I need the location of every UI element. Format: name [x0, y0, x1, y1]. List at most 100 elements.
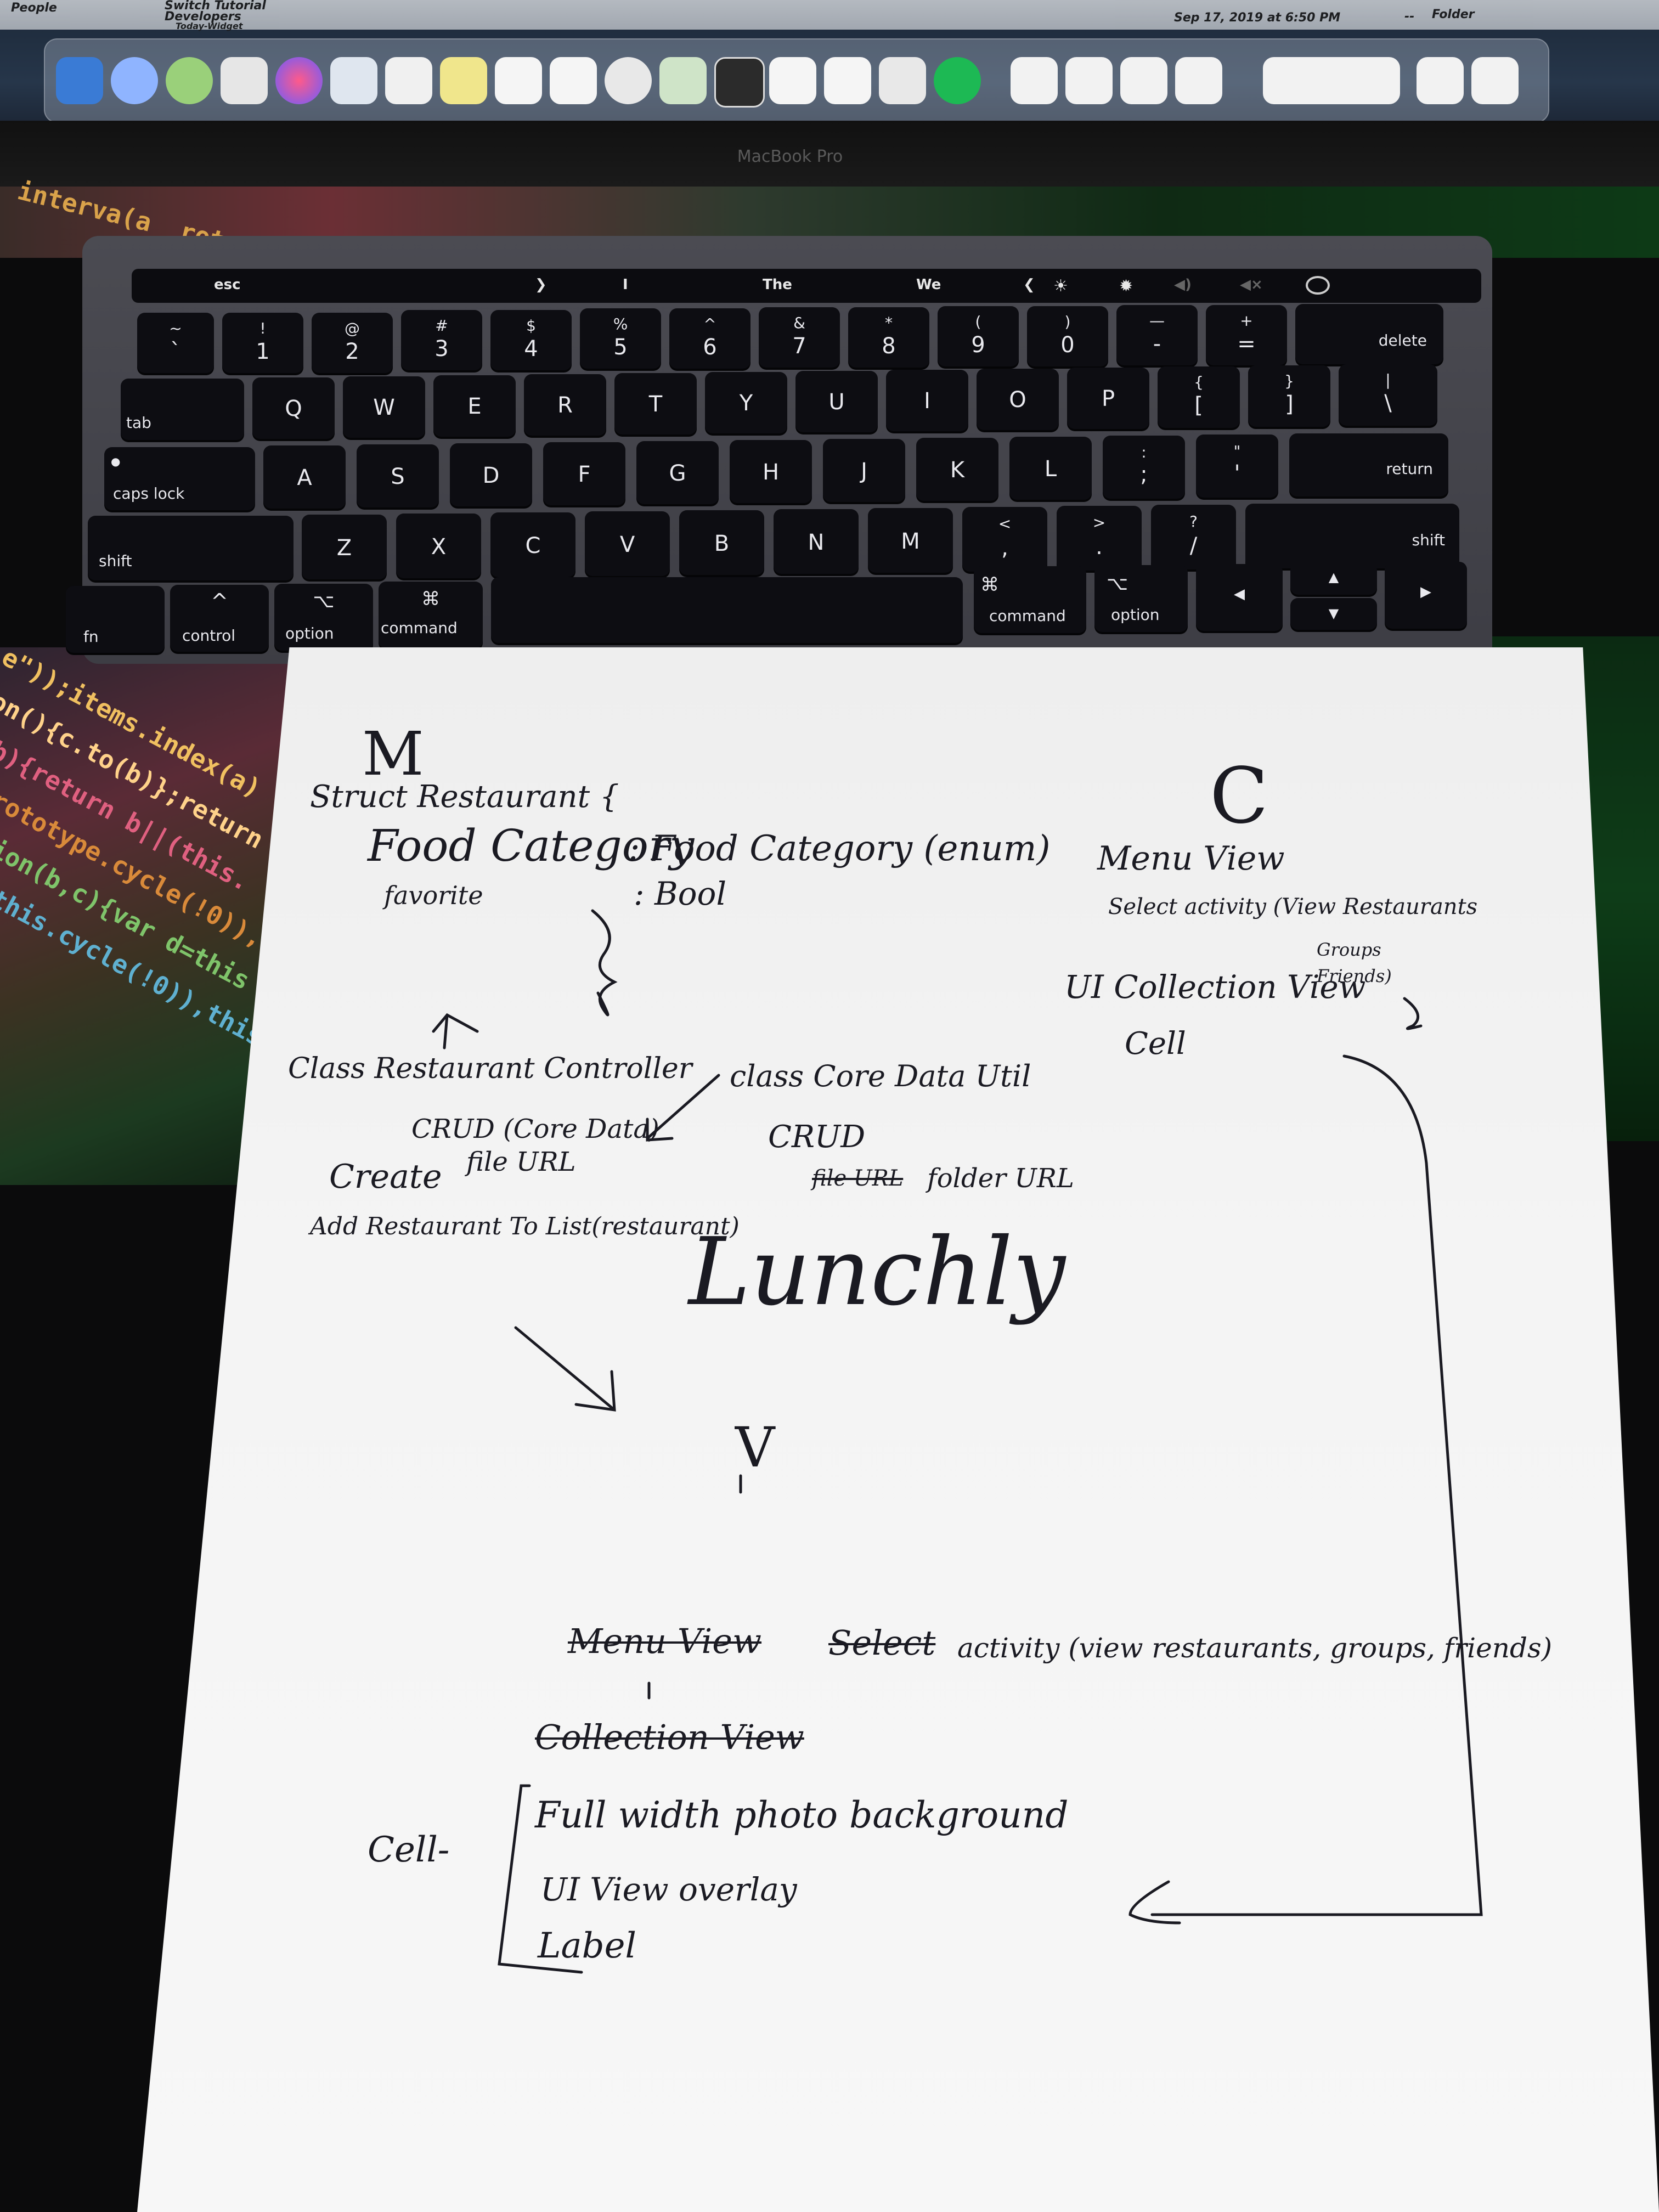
xcode-icon[interactable]	[659, 57, 707, 104]
key-open-bracket[interactable]: {[	[1158, 366, 1240, 428]
command-right-key[interactable]: ⌘command	[974, 566, 1086, 633]
arrow-down-key[interactable]: ▼	[1290, 598, 1377, 630]
arrow-right-key[interactable]: ▶	[1385, 562, 1467, 629]
key-p[interactable]: P	[1067, 368, 1149, 429]
key-a[interactable]: A	[263, 445, 346, 509]
key-o[interactable]: O	[977, 369, 1059, 430]
delete-key[interactable]: delete	[1295, 304, 1443, 364]
key-backtick[interactable]: ~`	[137, 313, 214, 373]
star-icon[interactable]	[769, 57, 816, 104]
document-icon[interactable]	[550, 57, 597, 104]
return-key[interactable]: return	[1289, 433, 1448, 496]
key-c[interactable]: C	[490, 512, 575, 577]
spacebar[interactable]	[491, 577, 963, 643]
key-h[interactable]: H	[730, 440, 812, 503]
notes-icon[interactable]	[385, 57, 432, 104]
app-icon[interactable]	[330, 57, 377, 104]
key-r[interactable]: R	[524, 374, 606, 436]
key-0[interactable]: )0	[1027, 306, 1108, 366]
finder-sidebar-item[interactable]: People	[11, 1, 57, 15]
suggestion[interactable]: I	[623, 276, 628, 293]
key-period[interactable]: >.	[1057, 506, 1142, 571]
key-l[interactable]: L	[1009, 437, 1092, 500]
key-9[interactable]: (9	[938, 306, 1019, 366]
key-z[interactable]: Z	[302, 515, 387, 579]
folder-item[interactable]: Developers	[165, 10, 241, 24]
preview-icon[interactable]	[1175, 57, 1222, 104]
key-3[interactable]: #3	[401, 310, 482, 370]
folder-item[interactable]: Today-Widget	[176, 21, 243, 31]
key-g[interactable]: G	[636, 441, 719, 504]
key-close-bracket[interactable]: }]	[1248, 365, 1330, 427]
safari-icon[interactable]	[605, 57, 652, 104]
document-icon[interactable]	[495, 57, 542, 104]
key-comma[interactable]: <,	[962, 507, 1047, 572]
key-5[interactable]: %5	[580, 308, 661, 369]
key-4[interactable]: $4	[490, 310, 572, 370]
tab-key[interactable]: tab	[121, 379, 244, 440]
key-d[interactable]: D	[450, 443, 532, 506]
key-x[interactable]: X	[396, 514, 481, 578]
key-y[interactable]: Y	[705, 372, 787, 433]
key-j[interactable]: J	[823, 439, 905, 502]
key-equals[interactable]: +=	[1206, 305, 1287, 365]
option-left-key[interactable]: ⌥option	[274, 584, 373, 651]
key-b[interactable]: B	[679, 510, 764, 575]
key-s[interactable]: S	[357, 444, 439, 507]
key-minus[interactable]: —-	[1116, 305, 1198, 365]
fn-key[interactable]: fn	[66, 586, 165, 653]
brightness-up-icon[interactable]: ✹	[1119, 276, 1133, 296]
key-semicolon[interactable]: :;	[1103, 436, 1185, 499]
key-1[interactable]: !1	[222, 313, 303, 373]
trash-icon[interactable]	[1471, 57, 1519, 104]
stack-icon[interactable]	[1417, 57, 1464, 104]
key-n[interactable]: N	[774, 509, 859, 574]
brightness-down-icon[interactable]: ☀	[1053, 276, 1068, 296]
finder-icon[interactable]	[56, 57, 103, 104]
chevron-right-icon[interactable]: ❯	[535, 276, 547, 293]
shift-left-key[interactable]: shift	[88, 516, 294, 580]
key-7[interactable]: &7	[759, 307, 840, 368]
chevron-left-icon[interactable]: ❮	[1023, 276, 1035, 293]
touch-bar[interactable]: esc ❯ I The We ❮ ☀ ✹ ◀) ◀×	[132, 269, 1481, 303]
preview-icon[interactable]	[1011, 57, 1058, 104]
key-w[interactable]: W	[343, 376, 425, 438]
key-quote[interactable]: "'	[1196, 435, 1278, 498]
suggestion[interactable]: The	[763, 276, 792, 293]
stickies-icon[interactable]	[440, 57, 487, 104]
downloads-stack-icon[interactable]	[1263, 57, 1400, 104]
key-i[interactable]: I	[886, 370, 968, 431]
control-key[interactable]: ^control	[170, 585, 269, 652]
suggestion[interactable]: We	[916, 276, 941, 293]
shift-right-key[interactable]: shift	[1245, 504, 1459, 568]
preview-icon[interactable]	[1065, 57, 1113, 104]
mute-icon[interactable]: ◀×	[1240, 276, 1263, 293]
key-u[interactable]: U	[795, 371, 878, 432]
maps-icon[interactable]	[166, 57, 213, 104]
siri-icon[interactable]	[1306, 276, 1330, 295]
esc-key[interactable]: esc	[214, 276, 241, 293]
arrow-left-key[interactable]: ◀	[1196, 564, 1283, 631]
key-m[interactable]: M	[868, 508, 953, 573]
terminal-icon[interactable]	[714, 57, 765, 108]
command-left-key[interactable]: ⌘command	[379, 582, 483, 648]
messages-icon[interactable]	[111, 57, 158, 104]
key-q[interactable]: Q	[252, 377, 335, 439]
pages-icon[interactable]	[824, 57, 871, 104]
preview-icon[interactable]	[1120, 57, 1167, 104]
key-8[interactable]: *8	[848, 307, 929, 368]
key-2[interactable]: @2	[312, 313, 393, 373]
key-slash[interactable]: ?/	[1151, 505, 1236, 569]
key-e[interactable]: E	[433, 375, 516, 437]
color-picker-icon[interactable]	[275, 57, 323, 104]
caps-lock-key[interactable]: ●caps lock	[104, 447, 255, 510]
key-k[interactable]: K	[916, 438, 998, 501]
key-f[interactable]: F	[543, 442, 625, 505]
calendar-icon[interactable]	[879, 57, 926, 104]
arrow-up-key[interactable]: ▲	[1290, 563, 1377, 595]
key-backslash[interactable]: |\	[1339, 364, 1437, 426]
folder-item[interactable]: Switch Tutorial	[165, 0, 266, 13]
spotify-icon[interactable]	[934, 57, 981, 104]
option-right-key[interactable]: ⌥option	[1094, 565, 1188, 632]
key-t[interactable]: T	[614, 373, 697, 435]
